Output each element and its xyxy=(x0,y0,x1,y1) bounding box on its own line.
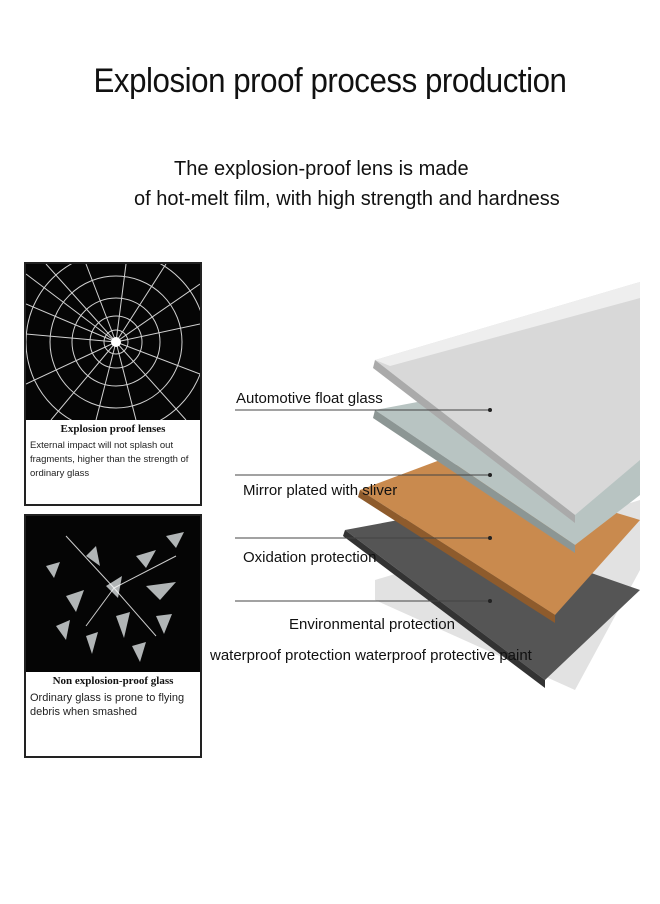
card-description: External impact will not splash out frag… xyxy=(30,440,189,479)
page-title: Explosion proof process production xyxy=(93,62,567,100)
float-glass-layer xyxy=(375,282,640,515)
pointer-dot xyxy=(488,473,492,477)
non-explosion-proof-card: Non explosion-proof glass Ordinary glass… xyxy=(24,514,202,758)
label-waterproof: waterproof protection waterproof protect… xyxy=(210,647,532,664)
cracked-glass-image xyxy=(26,264,200,420)
card-heading: Explosion proof lenses xyxy=(60,423,166,435)
card-description: Ordinary glass is prone to flying debris… xyxy=(30,692,185,718)
subtitle-line-2: of hot-melt film, with high strength and… xyxy=(134,188,560,210)
label-mirror: Mirror plated with sliver xyxy=(243,482,398,499)
glass-layers-diagram xyxy=(235,282,640,690)
paint-layer xyxy=(345,515,640,680)
label-oxidation: Oxidation protection xyxy=(243,549,377,566)
subtitle-line-1: The explosion-proof lens is made xyxy=(174,158,469,180)
label-environmental: Environmental protection xyxy=(289,616,455,633)
copper-layer xyxy=(360,460,640,615)
card-heading: Non explosion-proof glass xyxy=(52,675,174,687)
pointer-dot xyxy=(488,536,492,540)
shattered-glass-image xyxy=(26,516,200,672)
pointer-dot xyxy=(488,408,492,412)
pointer-dot xyxy=(488,599,492,603)
label-float-glass: Automotive float glass xyxy=(236,390,383,407)
explosion-proof-card: Explosion proof lenses External impact w… xyxy=(24,262,202,506)
